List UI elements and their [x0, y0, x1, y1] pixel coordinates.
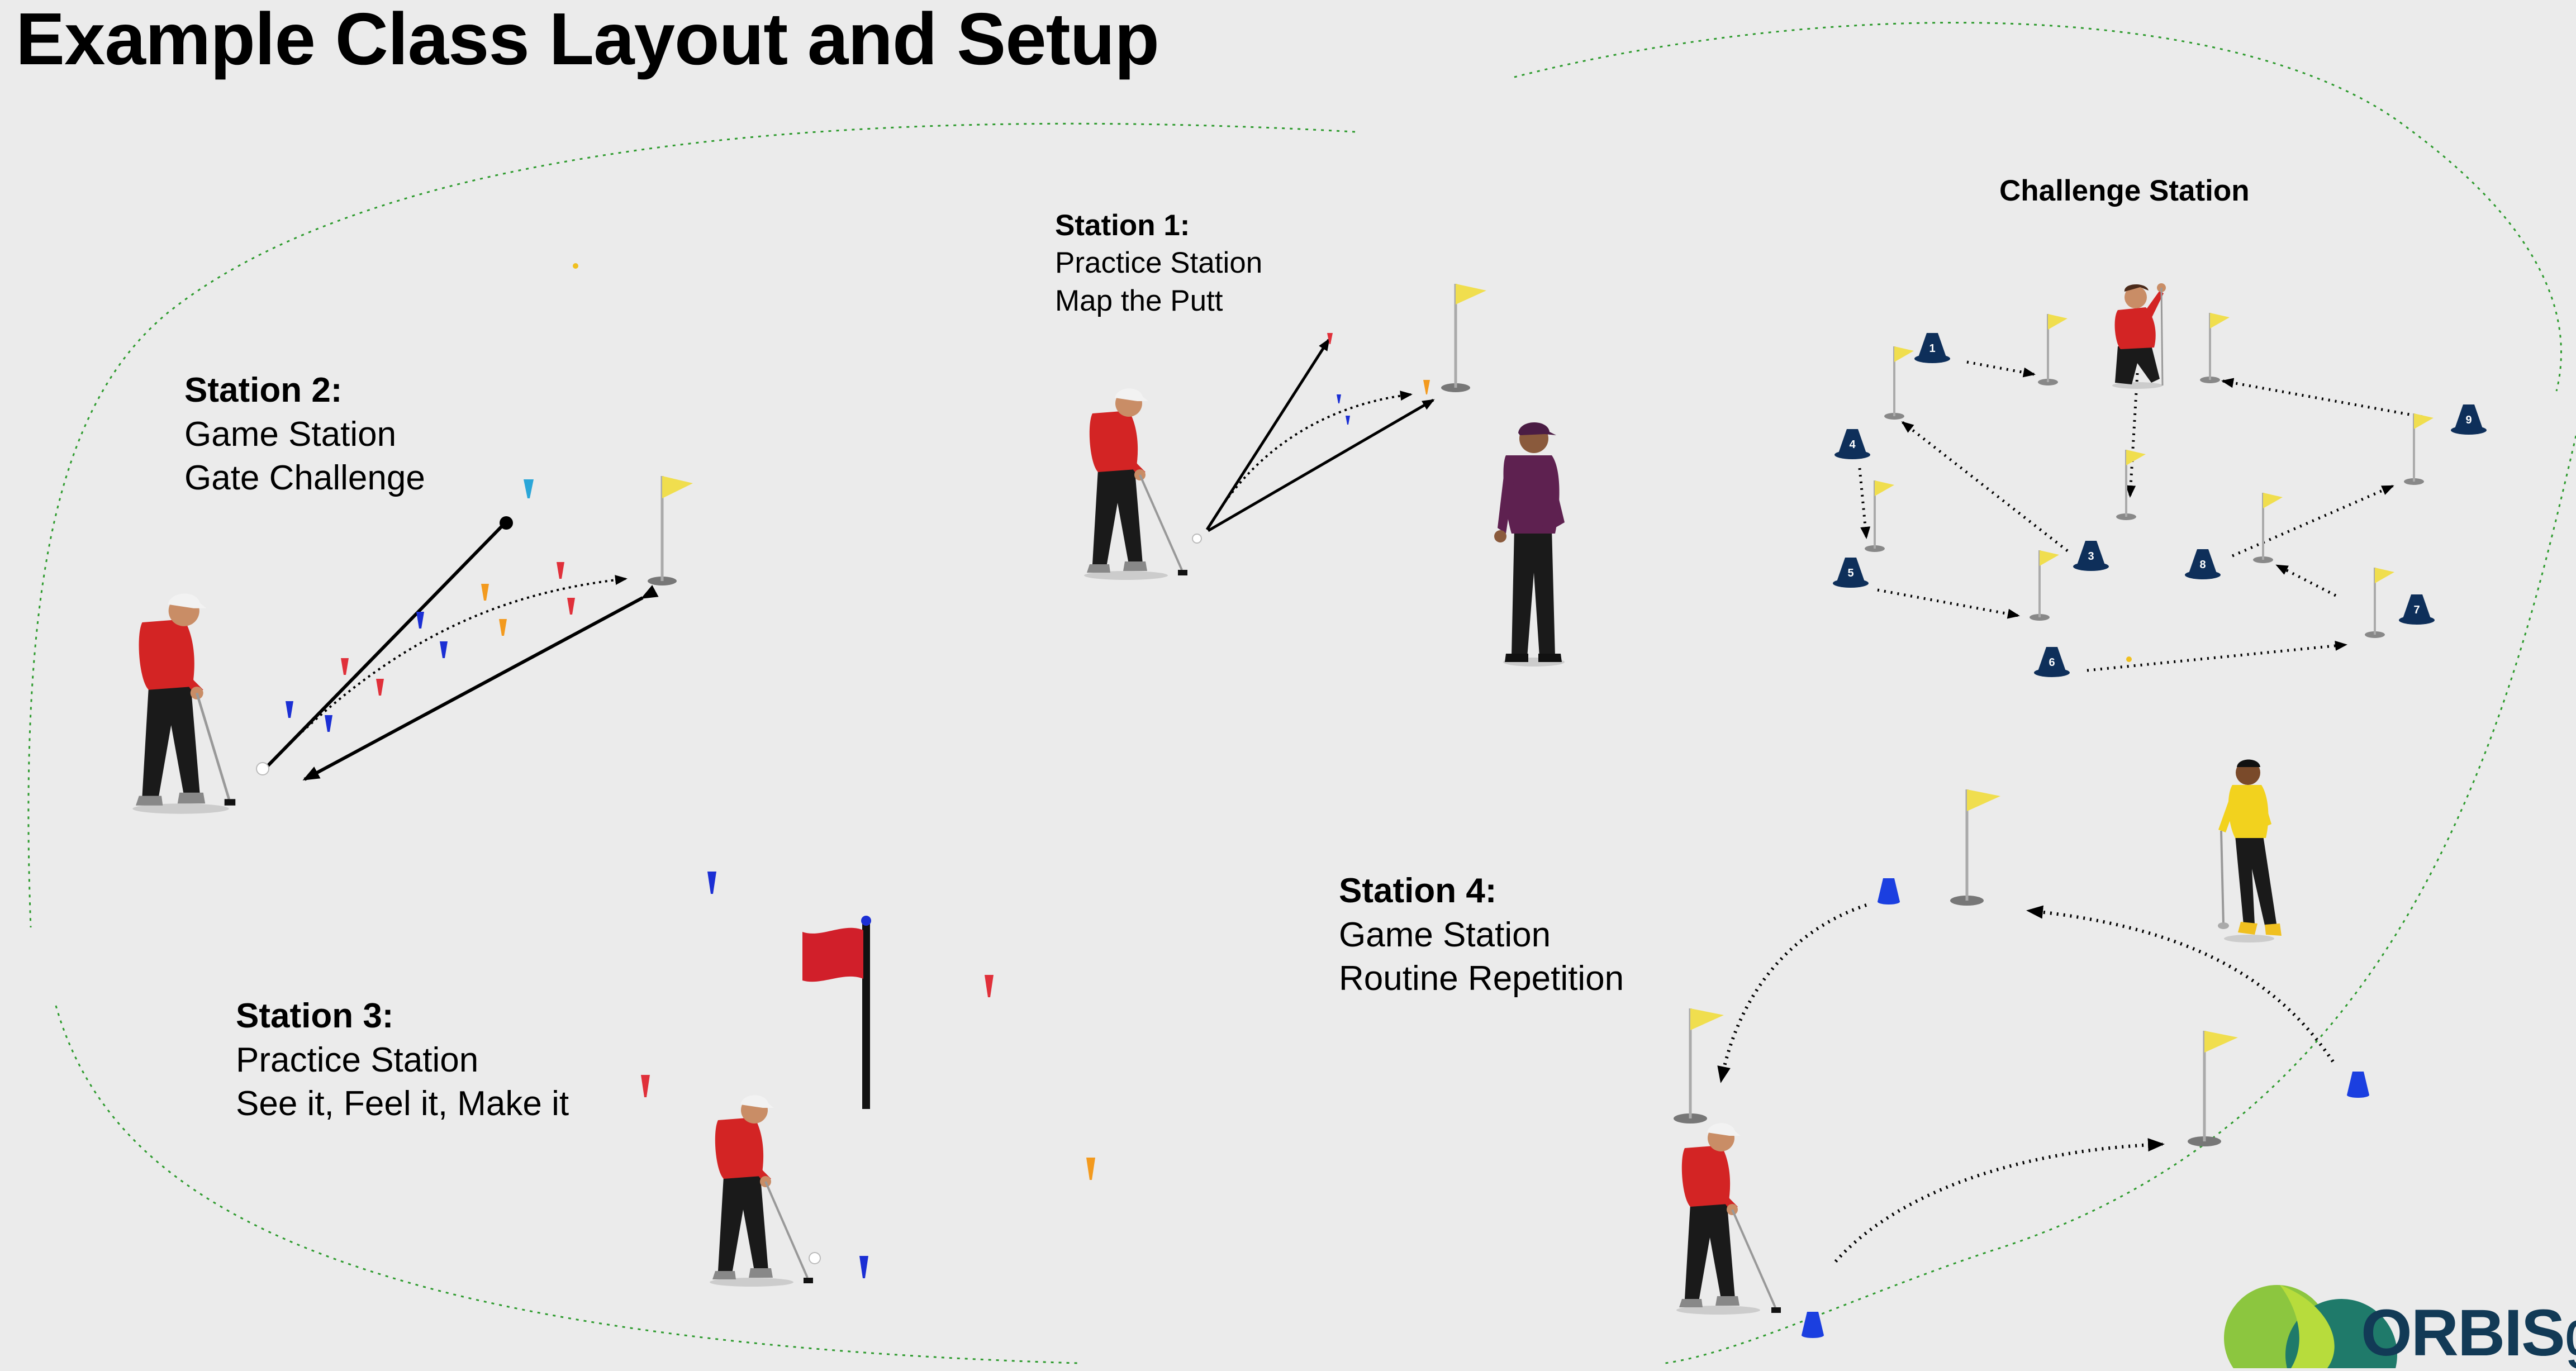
- numbered-cone-9: 9: [2451, 404, 2487, 435]
- numbered-cone-5: 5: [1833, 558, 1869, 588]
- golfer-icon: [710, 1095, 813, 1287]
- station-1-name: Map the Putt: [1055, 284, 1223, 317]
- numbered-cone-8: 8: [2185, 549, 2221, 579]
- challenge-station-drill: 1 3 4 5 6 7 8 9: [1833, 283, 2487, 677]
- station-4-name: Routine Repetition: [1339, 959, 1624, 998]
- golfer-icon: [2112, 283, 2166, 389]
- blue-cone-icon: [1802, 1312, 1824, 1338]
- station-4-type: Game Station: [1339, 915, 1551, 954]
- flag-icon: [2030, 550, 2059, 621]
- area-boundary: [27, 22, 2576, 1364]
- aim-point: [500, 516, 513, 530]
- flag-icon: [2253, 493, 2283, 563]
- orbis-logo-mark: [2224, 1285, 2397, 1368]
- numbered-cone-4: 4: [1834, 429, 1870, 459]
- flag-icon: [1674, 1008, 1724, 1124]
- numbered-cone-7: 7: [2399, 594, 2435, 625]
- flag-icon: [2404, 413, 2434, 485]
- flag-icon: [1950, 789, 2000, 906]
- walking-golfer-icon: [2218, 759, 2282, 942]
- cone-number: 6: [2049, 656, 2055, 669]
- cone-number: 7: [2413, 604, 2420, 616]
- cone-number: 3: [2088, 550, 2094, 563]
- cone-number: 5: [1847, 567, 1853, 579]
- station-2-label: Station 2: Game Station Gate Challenge: [184, 369, 425, 501]
- station-4-label: Station 4: Game Station Routine Repetiti…: [1339, 869, 1624, 1001]
- station-3-type: Practice Station: [236, 1040, 479, 1079]
- flag-icon: [2188, 1031, 2238, 1146]
- cone-number: 1: [1929, 342, 1935, 355]
- flag-icon: [648, 476, 693, 585]
- station-3-drill: [641, 872, 1095, 1287]
- logo-suffix: go: [2564, 1296, 2576, 1370]
- station-2-name: Gate Challenge: [184, 459, 425, 498]
- numbered-cone-1: 1: [1914, 333, 1950, 363]
- flag-icon: [2038, 314, 2068, 385]
- station-3-name: See it, Feel it, Make it: [236, 1084, 569, 1124]
- station-1-heading: Station 1:: [1055, 209, 1190, 242]
- golfer-icon: [1084, 388, 1187, 580]
- numbered-cone-6: 6: [2034, 647, 2070, 677]
- blue-cone-icon: [1878, 878, 1900, 905]
- station-2-drill: [132, 263, 693, 814]
- blue-cone-icon: [2347, 1072, 2369, 1098]
- flag-icon: [1441, 284, 1486, 392]
- flag-icon: [1865, 480, 1894, 552]
- station-2-type: Game Station: [184, 415, 397, 454]
- tee-markers: [641, 872, 1095, 1278]
- flag-icon: [2200, 313, 2230, 383]
- station-1-label: Station 1: Practice Station Map the Putt: [1055, 207, 1262, 320]
- coach-icon: [1494, 422, 1565, 667]
- logo-main: ORBIS: [2361, 1296, 2565, 1370]
- cone-number: 4: [1849, 439, 1856, 451]
- station-3-label: Station 3: Practice Station See it, Feel…: [236, 994, 569, 1126]
- tee-markers: [286, 479, 575, 732]
- flag-icon: [1884, 346, 1914, 420]
- golfer-icon: [1676, 1123, 1781, 1315]
- station-2-heading: Station 2:: [184, 371, 343, 410]
- challenge-station-label: Challenge Station: [1999, 174, 2250, 207]
- cone-number: 8: [2199, 559, 2206, 571]
- tee-markers: [1327, 333, 1430, 425]
- yellow-dot: [573, 263, 578, 269]
- station-4-drill: [1674, 759, 2369, 1338]
- numbered-cone-3: 3: [2073, 541, 2109, 571]
- flag-icon: [2116, 450, 2146, 520]
- flag-icon: [2365, 568, 2394, 638]
- station-4-arrows: [1717, 903, 2335, 1263]
- station-4-heading: Station 4:: [1339, 872, 1497, 910]
- page-title: Example Class Layout and Setup: [16, 0, 1159, 80]
- station-1-drill: [1084, 284, 1565, 667]
- challenge-cones: 1 3 4 5 6 7 8 9: [1833, 333, 2487, 677]
- red-flag-icon: [802, 916, 871, 1109]
- challenge-arrows: [1858, 360, 2423, 672]
- station-3-heading: Station 3:: [236, 997, 394, 1035]
- orbis-logo: ORBISgo: [2361, 1295, 2576, 1371]
- station-1-type: Practice Station: [1055, 246, 1263, 280]
- cone-number: 9: [2465, 414, 2472, 426]
- golfer-icon: [132, 593, 236, 814]
